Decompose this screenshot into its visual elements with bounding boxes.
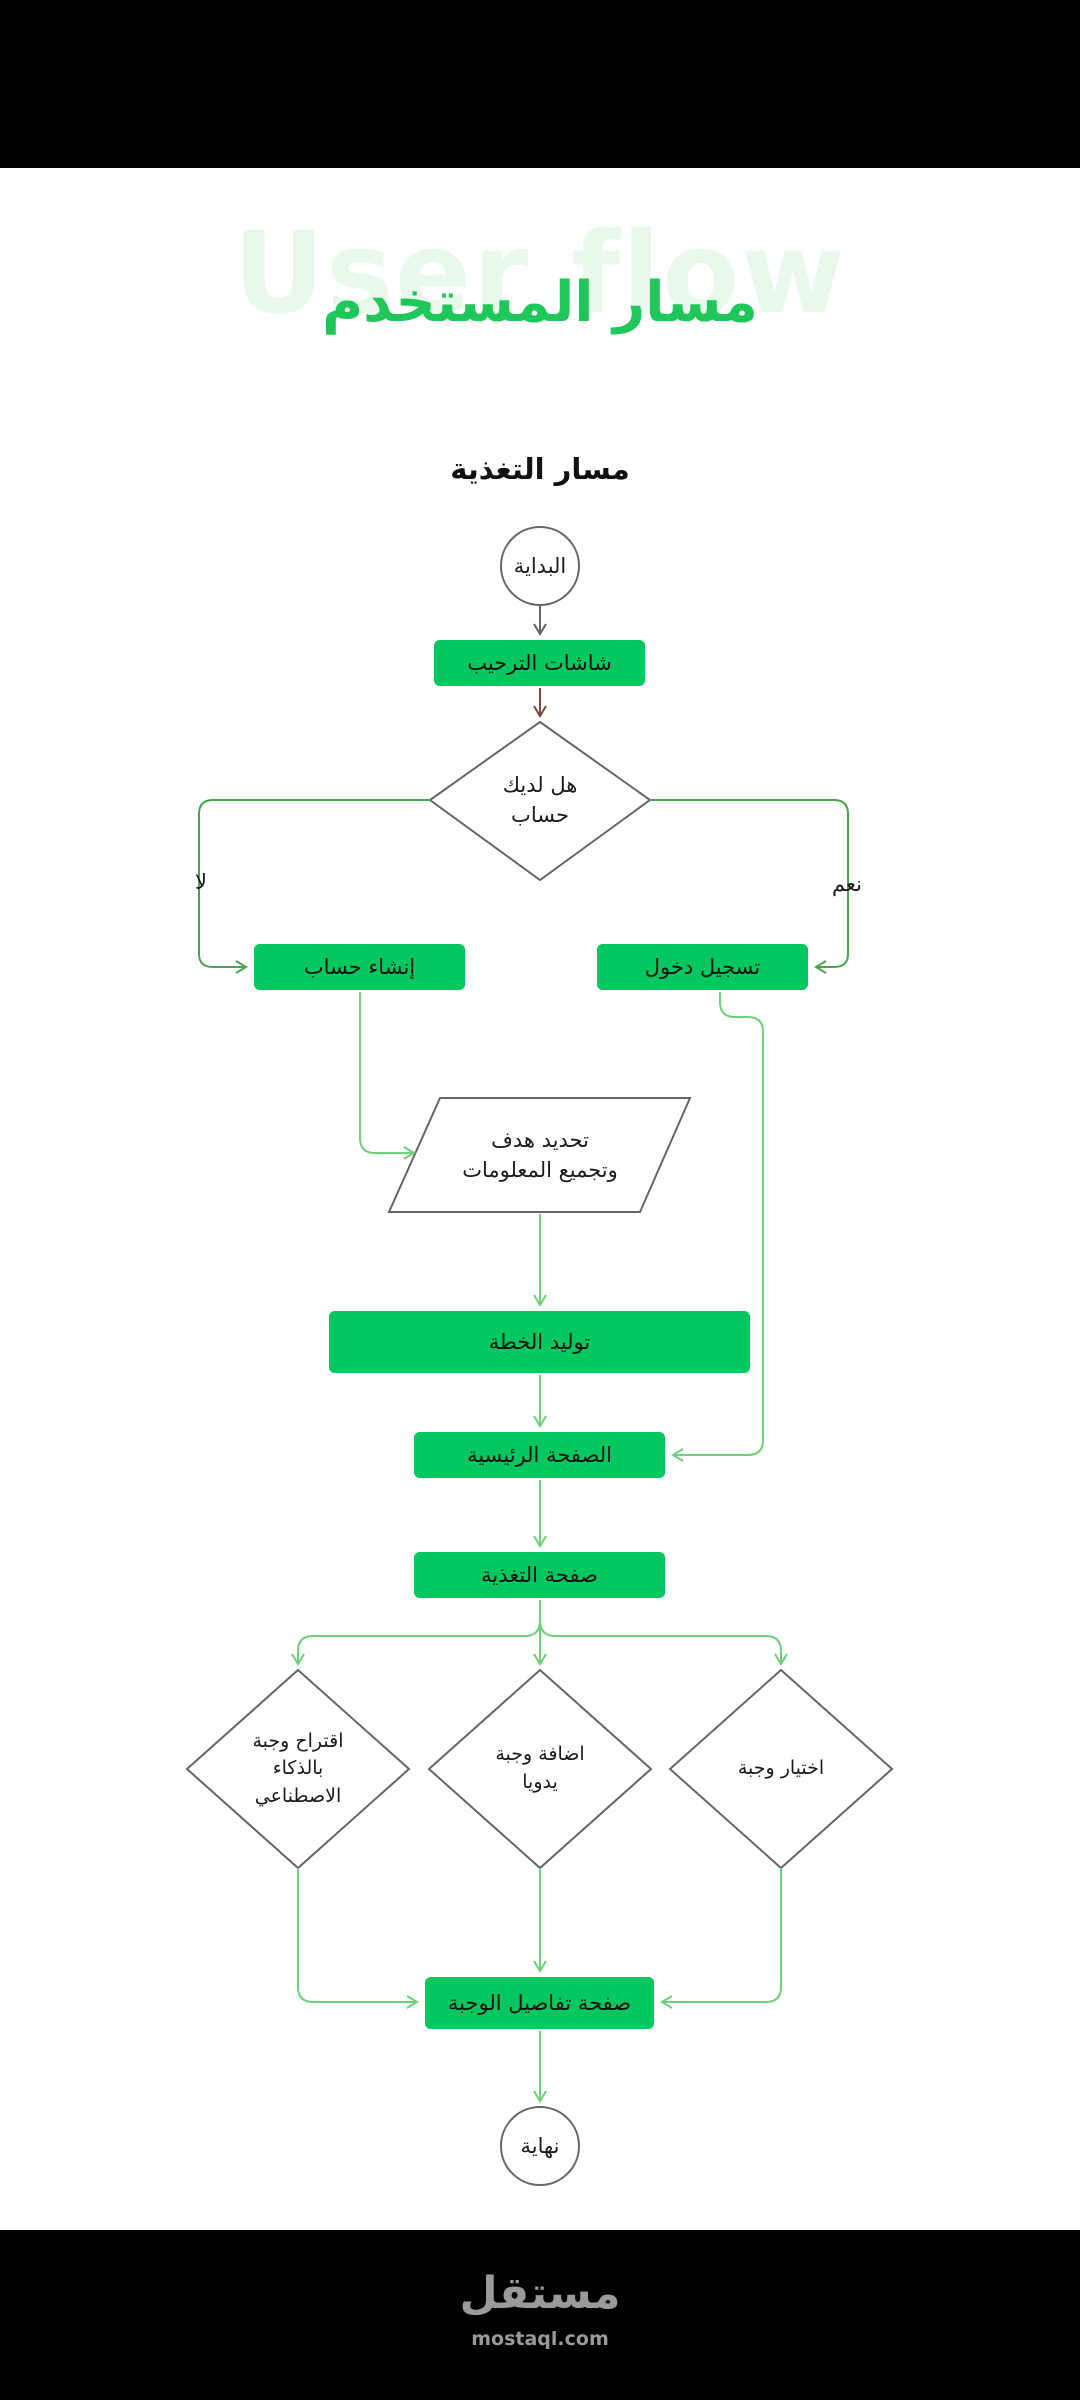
- set-goal-label: تحديد هدف وتجميع المعلومات: [462, 1127, 618, 1182]
- ai-suggest-label: اقتراح وجبة بالذكاء الاصطناعي: [252, 1729, 344, 1807]
- meal-details-label: صفحة تفاصيل الوجبة: [425, 1977, 654, 2029]
- mostaql-logo: مستقل: [459, 2268, 621, 2319]
- edge-no-label: لا: [195, 869, 207, 894]
- login-label: تسجيل دخول: [597, 944, 808, 990]
- add-meal-label: اضافة وجبة يدويا: [495, 1743, 585, 1793]
- end-label: نهاية: [520, 2133, 560, 2158]
- flow-subtitle: مسار التغذية: [450, 452, 630, 486]
- onboarding-label: شاشات الترحيب: [434, 640, 645, 686]
- page-title: مسار المستخدم: [322, 270, 758, 335]
- generate-plan-label: توليد الخطة: [329, 1311, 750, 1373]
- set-goal-input: [387, 1097, 692, 1213]
- has-account-decision: [428, 720, 652, 882]
- start-node: [500, 526, 580, 606]
- top-black-bar: [0, 0, 1080, 168]
- nutrition-label: صفحة التغذية: [414, 1552, 665, 1598]
- home-label: الصفحة الرئيسية: [414, 1432, 665, 1478]
- end-node: [500, 2106, 580, 2186]
- choose-meal-label: اختيار وجبة: [737, 1757, 825, 1780]
- bottom-black-bar: [0, 2230, 1080, 2400]
- create-account-label: إنشاء حساب: [254, 944, 465, 990]
- mostaql-url: mostaql.com: [471, 2328, 609, 2350]
- has-account-label: هل لديك حساب: [502, 772, 578, 827]
- userflow-watermark: User flow: [233, 209, 847, 339]
- edge-yes-label: نعم: [832, 871, 862, 896]
- start-label: البداية: [513, 553, 567, 578]
